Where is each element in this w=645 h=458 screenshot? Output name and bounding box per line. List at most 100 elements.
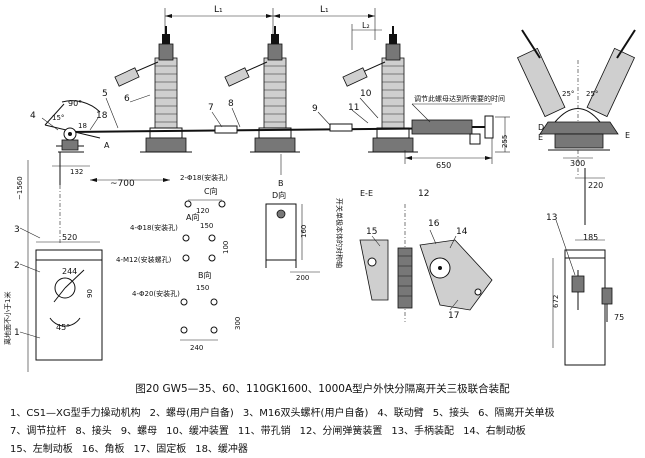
dim-185: 185 [583,233,598,242]
left-vertical-note: 离地面不小于1米 [3,292,12,345]
b-view-label: B向 [198,270,212,280]
dim-650: 650 [436,161,451,170]
dim-45deg: 45° [56,323,70,332]
side-view: 25° 25° 300 220 [516,29,636,225]
dim-l1-left: L₁ [214,5,223,15]
label-11: 11 [348,103,359,113]
legend-item: 13、手柄装配 [391,426,455,437]
label-2: 2 [14,261,20,271]
part-labels-top: 4 5 6 7 8 9 10 11 18 A B D E E [30,89,630,188]
label-6: 6 [124,94,130,104]
hole-m12-label: 4-M12(安装螺孔) [116,255,172,264]
legend-item: 14、右制动板 [463,426,526,437]
legend-row-1: 1、CS1—XG型手力操动机构 2、螺母(用户自备) 3、M16双头螺杆(用户自备)… [10,404,640,419]
disconnector-pole-3 [342,26,418,153]
dim-672: 672 [552,295,560,308]
vertical-note: 开关单极本体的对称轴 [335,198,344,268]
label-1: 1 [14,328,20,338]
legend-row-3: 15、左制动板 16、角板 17、固定板 18、缓冲器 [10,440,640,455]
letter-e2: E [625,131,630,140]
label-8: 8 [228,99,234,109]
dim-200: 200 [296,274,309,282]
dim-132: 132 [70,168,83,176]
linkage-rod [69,115,494,145]
dim-520: 520 [62,233,77,242]
label-3: 3 [14,225,20,235]
dim-220: 220 [588,181,603,190]
disconnector-pole-2 [224,26,300,153]
hole-a-label: 4-Φ18(安装孔) [130,223,178,232]
label-18: 18 [96,111,108,121]
label-10: 10 [360,89,372,99]
a-view-label: A向 [186,212,199,222]
operating-box: ~1560 520 244 90 45° 离地面不小于1米 3 2 1 [3,160,103,372]
legend-item: 17、固定板 [133,444,187,455]
dim-120: 120 [196,207,209,215]
dim-1560: ~1560 [16,176,24,200]
adjust-note-text: 调节此螺母达到所需要的时间 [414,94,505,103]
adjust-note: 调节此螺母达到所需要的时间 [411,94,505,123]
operating-arm: 90° 15° 18 132 ~700 [44,99,170,189]
dim-18: 18 [78,122,87,130]
label-15: 15 [366,227,377,237]
dim-90: 90 [86,289,94,298]
dim-100: 100 [222,241,230,254]
disconnector-pole-1 [114,26,192,153]
dim-150a: 150 [200,222,213,230]
letter-e1: E [538,133,543,142]
legend-item: 1、CS1—XG型手力操动机构 [10,408,141,419]
label-4: 4 [30,111,36,121]
ee-view: E-E 15 16 14 17 12 [359,189,493,322]
dim-700: ~700 [110,179,135,189]
legend-item: 6、隔离开关单极 [478,408,555,419]
dim-240: 240 [190,344,203,352]
legend-item: 2、螺母(用户自备) [149,408,234,419]
label-7: 7 [208,103,214,113]
d-view-label: D向 [272,190,286,200]
letter-d2: D [538,123,544,132]
ee-view-label: E-E [360,189,373,198]
legend-item: 5、接头 [432,408,470,419]
dim-160: 160 [300,225,308,238]
label-17: 17 [448,311,459,321]
legend-item: 10、缓冲装置 [166,426,229,437]
figure-caption: 图20 GW5—35、60、110GK1600、1000A型户外快分隔离开关三极… [135,383,510,395]
dim-25b: 25° [586,90,598,98]
dim-300-right: 300 [570,159,585,168]
legend-item: 3、M16双头螺杆(用户自备) [242,408,369,419]
legend-item: 7、调节拉杆 [10,426,67,437]
dim-244: 244 [62,267,77,276]
legend-item: 12、分闸弹簧装置 [299,426,383,437]
dim-15deg: 15° [52,114,64,122]
dim-l2: L₂ [362,21,370,30]
dim-255: 255 [501,135,509,148]
mounting-views: 2-Φ18(安装孔) C向 120 A向 4-Φ18(安装孔) 150 100 … [116,173,242,352]
d-view: D向 160 200 开关单极本体的对称轴 [265,190,344,282]
legend-item: 15、左制动板 [10,444,73,455]
label-13: 13 [546,213,557,223]
dims-650-255: 650 255 [404,116,510,170]
legend-item: 8、接头 [75,426,112,437]
legend-item: 18、缓冲器 [195,444,248,455]
legend-item: 9、螺母 [120,426,158,437]
letter-a: A [104,141,110,150]
legend-item: 4、联动臂 [377,408,424,419]
label-9: 9 [312,104,318,114]
legend-row-2: 7、调节拉杆 8、接头 9、螺母 10、缓冲装置 11、带孔销 12、分闸弹簧装置 13、手… [10,422,640,437]
dim-300: 300 [234,317,242,330]
label-16: 16 [428,219,440,229]
hole-b-label: 4-Φ20(安装孔) [132,289,180,298]
legend-item: 11、带孔销 [237,426,291,437]
dim-90deg: 90° [68,99,82,108]
dim-25a: 25° [562,90,574,98]
top-dimensions: L₁ L₁ L₂ [164,5,382,50]
label-5: 5 [102,89,108,99]
hole-c-label: 2-Φ18(安装孔) [180,173,228,182]
legend-item: 16、角板 [81,444,125,455]
c-view-label: C向 [204,186,218,196]
dim-150b: 150 [196,284,209,292]
label-14: 14 [456,227,468,237]
drawing-canvas: L₁ L₁ L₂ [3,5,636,372]
letter-b: B [278,179,284,188]
